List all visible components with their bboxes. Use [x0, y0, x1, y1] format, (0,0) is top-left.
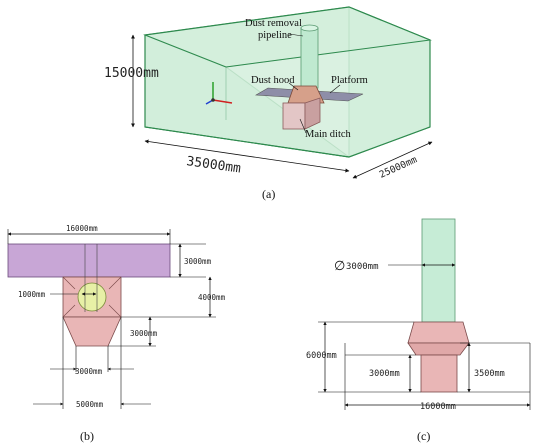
ditch-section: [62, 316, 122, 347]
pipe-elevation: [421, 218, 456, 323]
dim-b-platform-thk: 3000mm: [184, 257, 212, 266]
ditch-elevation: [420, 354, 458, 393]
dim-c-lower-left: 3000mm: [369, 369, 400, 379]
label-pipeline-line1: Dust removal: [245, 18, 302, 29]
dim-b-ditch-width: 5000mm: [76, 400, 104, 409]
dust-hood-3d: [287, 85, 325, 104]
platform-section: [7, 243, 171, 278]
dim-length: 35000mm: [185, 154, 242, 177]
phi-symbol: ∅: [334, 258, 345, 273]
dim-b-hood-height: 4000mm: [198, 293, 226, 302]
dim-c-pipe-dia: 3000mm: [346, 262, 379, 272]
caption-b: (b): [80, 429, 94, 443]
caption-c: (c): [417, 429, 430, 443]
main-ditch-3d: [282, 102, 306, 130]
panel-a: 15000mm 35000mm 25000mm Dust removal pip…: [104, 6, 433, 201]
label-platform: Platform: [331, 75, 368, 86]
hood-elevation: [407, 321, 470, 344]
label-pipeline-line2: pipeline: [258, 30, 292, 41]
dim-depth: 25000mm: [378, 154, 419, 180]
panel-b: 16000mm 3000mm 4000mm 1000mm 3000mm 3000…: [7, 224, 226, 443]
dim-c-lower-right: 3500mm: [474, 369, 505, 379]
pipe-section: [77, 282, 107, 312]
dim-b-bottom-width: 3000mm: [75, 367, 103, 376]
dim-height: 15000mm: [104, 66, 159, 81]
dim-c-base-width: 16000mm: [420, 402, 456, 412]
axis-triad-icon: [205, 82, 233, 105]
pipeline-3d: [300, 27, 319, 89]
panel-c: ∅ 3000mm 6000mm 3000mm 3500mm 16000mm (c…: [306, 218, 531, 443]
dim-c-total-height: 6000mm: [306, 351, 337, 361]
dim-b-top-width: 16000mm: [66, 224, 98, 233]
dim-b-ditch-depth: 3000mm: [130, 329, 158, 338]
caption-a: (a): [262, 187, 275, 201]
label-main-ditch: Main ditch: [305, 129, 352, 140]
dim-b-pipe-dia: 1000mm: [18, 290, 46, 299]
label-dust-hood: Dust hood: [251, 75, 295, 86]
